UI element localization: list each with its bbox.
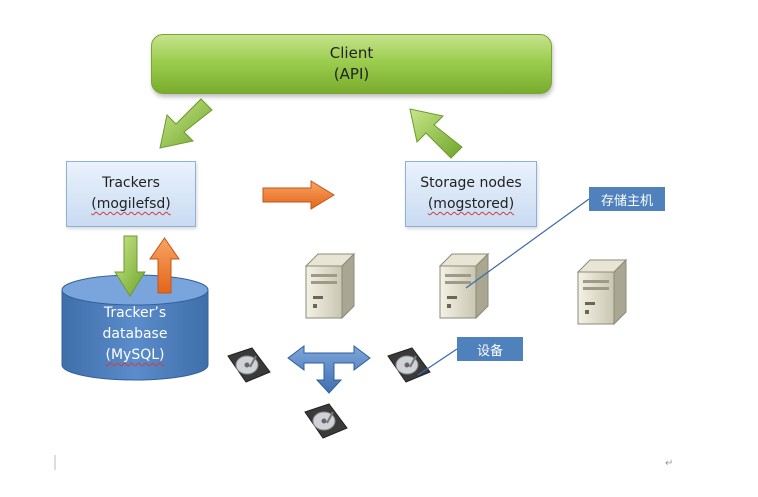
trackers-label: Trackers [102, 175, 160, 191]
arrow-trackers-to-database [114, 235, 146, 297]
client-api-label: (API) [333, 65, 370, 83]
trackers-process-label: (mogilefsd) [91, 196, 171, 212]
arrow-client-to-trackers [159, 98, 213, 149]
server-icon [438, 252, 490, 320]
storage-process-label: (mogstored) [427, 196, 515, 212]
database-line-1: Tracker’s [103, 305, 167, 321]
hard-disk-icon [227, 347, 271, 383]
device-callout: 设备 [457, 337, 523, 361]
client-label: Client [329, 44, 374, 62]
database-label: Tracker’s database (MySQL) [62, 303, 208, 366]
three-way-arrow [287, 345, 371, 394]
storage-host-callout: 存储主机 [589, 187, 665, 211]
arrow-storage-to-client [409, 108, 463, 159]
storage-nodes-label: Storage nodes [420, 175, 522, 191]
database-line-2: database [102, 326, 168, 342]
paragraph-return-mark: ↵ [665, 458, 674, 469]
arrow-trackers-to-storage [262, 180, 335, 210]
arrow-database-to-trackers [149, 237, 180, 294]
hard-disk-icon [387, 347, 431, 383]
hard-disk-icon [304, 403, 348, 439]
server-icon [304, 252, 356, 320]
callout-device-line [417, 348, 458, 376]
server-icon [576, 258, 628, 326]
client-box: Client (API) [151, 34, 552, 94]
database-line-3: (MySQL) [105, 347, 165, 363]
trackers-box: Trackers (mogilefsd) [66, 161, 196, 227]
callout-host-line [465, 198, 590, 289]
storage-nodes-box: Storage nodes (mogstored) [405, 161, 537, 227]
